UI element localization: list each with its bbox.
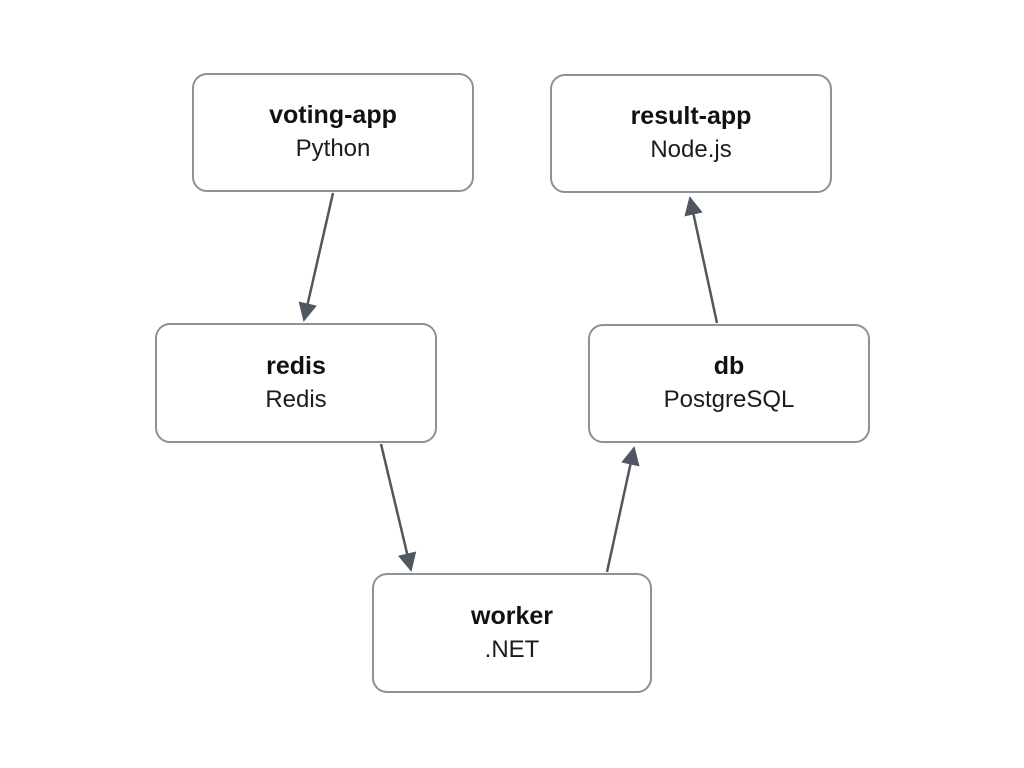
edge-worker-to-db <box>605 446 640 573</box>
node-result-app: result-app Node.js <box>550 74 832 193</box>
node-voting-app: voting-app Python <box>192 73 474 192</box>
edge-db-to-result-app <box>684 196 719 324</box>
edge-voting-app-to-redis <box>298 192 335 322</box>
node-redis: redis Redis <box>155 323 437 443</box>
node-db: db PostgreSQL <box>588 324 870 443</box>
node-sublabel: PostgreSQL <box>663 386 795 414</box>
edge-redis-to-worker <box>379 443 417 572</box>
node-label: db <box>713 352 745 381</box>
node-worker: worker .NET <box>372 573 652 693</box>
node-sublabel: Node.js <box>650 136 732 164</box>
node-sublabel: Python <box>295 135 371 163</box>
node-label: redis <box>266 351 326 380</box>
node-label: voting-app <box>269 101 397 130</box>
node-label: worker <box>471 601 553 630</box>
node-sublabel: Redis <box>265 385 327 413</box>
node-sublabel: .NET <box>484 635 540 663</box>
node-label: result-app <box>630 102 752 131</box>
